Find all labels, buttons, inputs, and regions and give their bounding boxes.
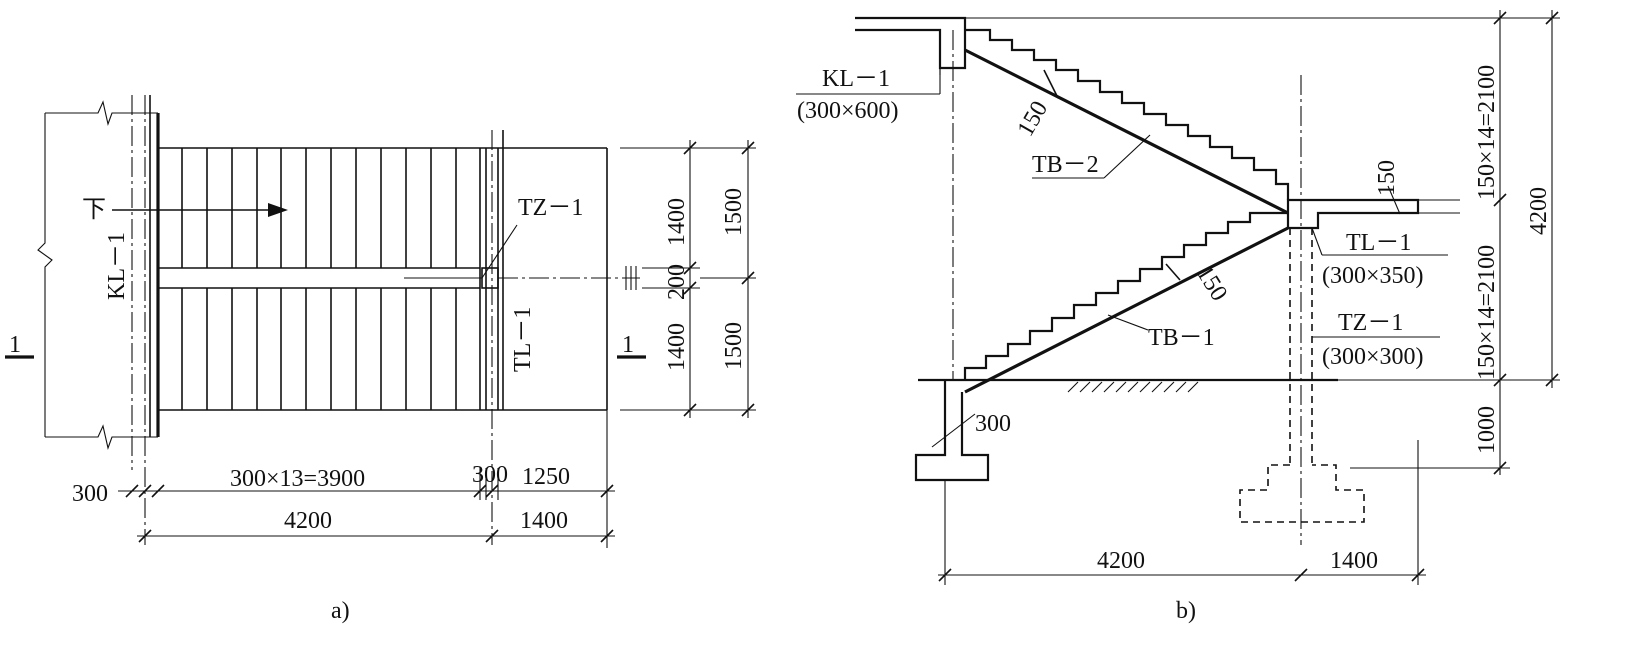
dim-treads: 300×13=3900	[230, 466, 365, 492]
column-footing	[1239, 464, 1365, 523]
direction-label: 下	[82, 197, 106, 223]
tb2-label: TB－2	[1032, 152, 1099, 178]
dim-total-run: 4200	[284, 508, 332, 534]
dim-landing: 1400	[520, 508, 568, 534]
tz1-label: TZ－1	[1338, 310, 1403, 336]
landing-beam-tl1-label: TL－1	[510, 307, 536, 372]
treads-bottom-flight	[181, 288, 457, 410]
dim-rise-bottom: 150×14=2100	[1474, 245, 1500, 380]
tl1-size: (300×350)	[1322, 263, 1424, 289]
dim-flight-width-bottom: 1400	[664, 323, 690, 371]
dim-landing-1400: 1400	[1330, 548, 1378, 574]
stair-section: KL－1 (300×600) TB－2 TB－1 TL－1 (300×350) …	[796, 10, 1560, 624]
tz1-size: (300×300)	[1322, 344, 1424, 370]
dim-landing-clear: 1250	[522, 464, 570, 490]
dim-rise-top: 150×14=2100	[1474, 65, 1500, 200]
dim-run: 4200	[1097, 548, 1145, 574]
ground-hatch	[1067, 381, 1199, 393]
tl1-label: TL－1	[1346, 230, 1411, 256]
section-mark-left: 1	[9, 332, 21, 358]
flight-tb2-steps	[965, 28, 1290, 200]
dim-wall-300: 300	[72, 481, 108, 507]
column-tz1-label: TZ－1	[518, 195, 583, 221]
column-tz1-symbol	[481, 267, 499, 289]
treads-top-flight	[181, 148, 457, 268]
kl1-label: KL－1	[822, 66, 890, 92]
flight-tb1-steps	[963, 211, 1288, 380]
tb1-label: TB－1	[1148, 325, 1215, 351]
dim-gap-200: 200	[664, 264, 690, 300]
dim-landing-thickness: 150	[1374, 160, 1400, 196]
dim-half-bottom: 1500	[721, 322, 747, 370]
dim-flight-width-top: 1400	[664, 198, 690, 246]
dim-slab-top: 150	[1013, 97, 1054, 141]
dim-foundation-depth: 1000	[1474, 406, 1500, 454]
dim-half-top: 1500	[721, 188, 747, 236]
stair-footing	[914, 380, 990, 482]
beam-kl1-label: KL－1	[104, 232, 130, 300]
dim-footing-300: 300	[975, 411, 1011, 437]
dim-slab-bottom: 150	[1191, 261, 1232, 305]
caption-a: a)	[331, 598, 350, 624]
section-mark-right: 1	[622, 332, 634, 358]
dim-total-height: 4200	[1526, 187, 1552, 235]
stair-plan: 下 KL－1 TZ－1 TL－1 1 1 300 300×13=3900 300…	[5, 95, 756, 624]
dim-beam-300: 300	[472, 462, 508, 488]
caption-b: b)	[1176, 598, 1196, 624]
kl1-size: (300×600)	[797, 98, 899, 124]
